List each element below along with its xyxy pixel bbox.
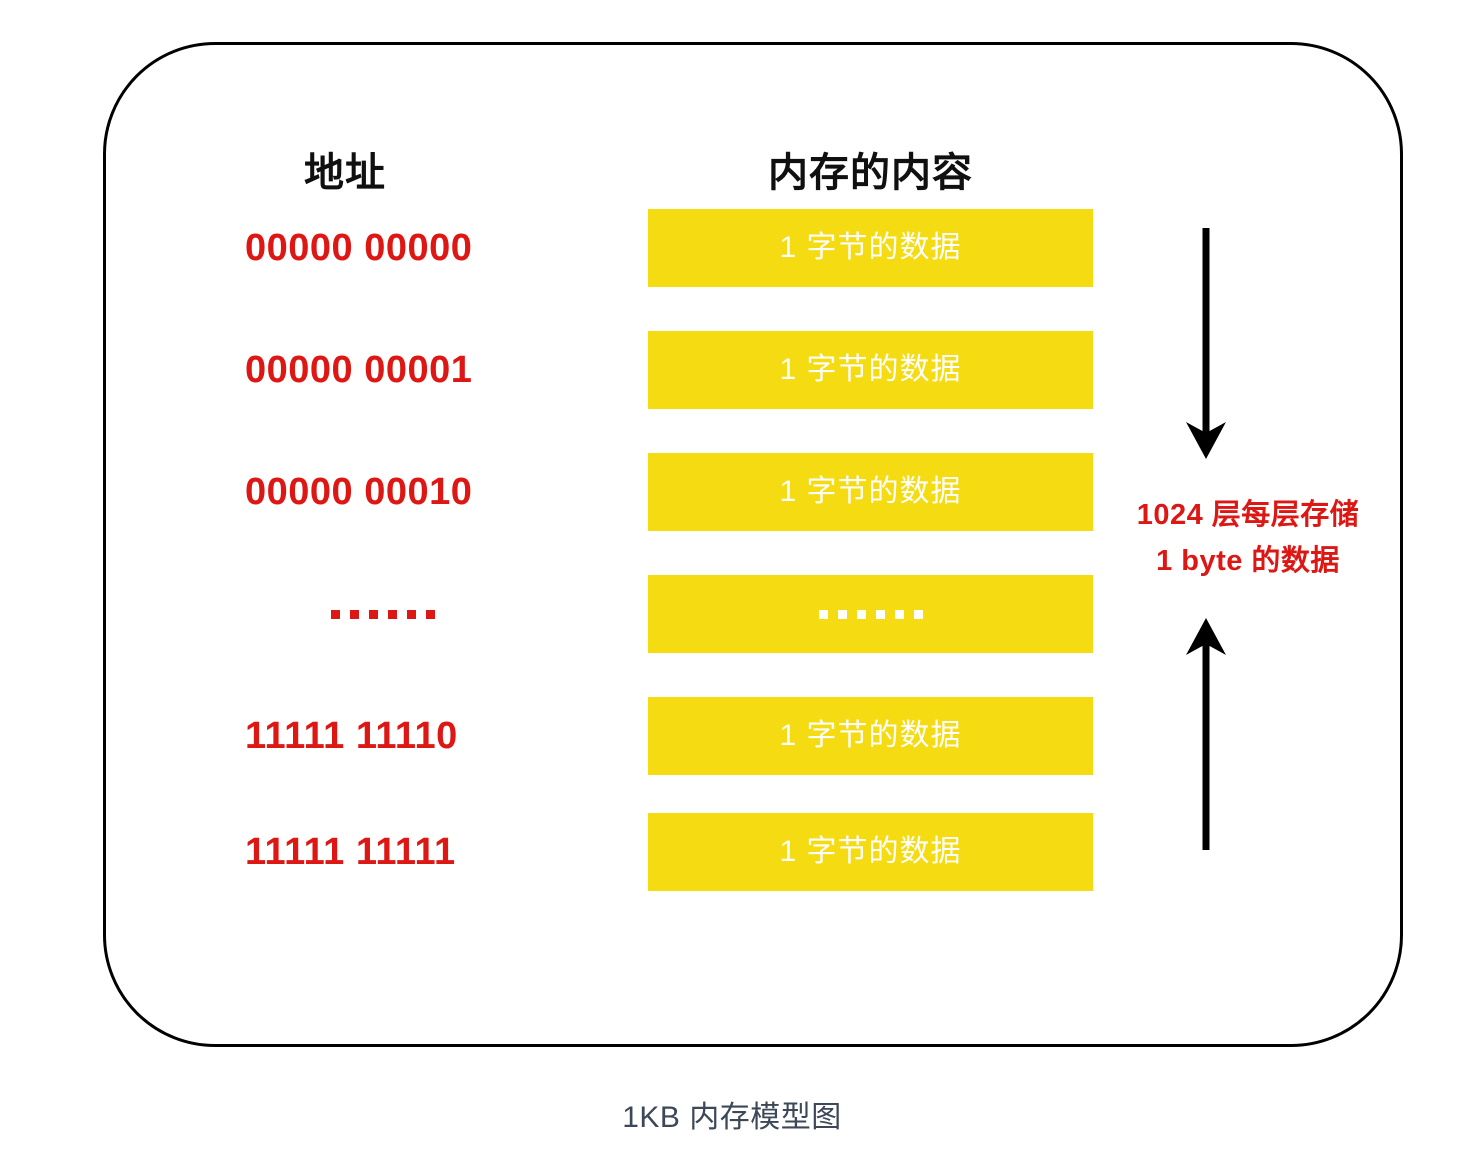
- ellipsis-dots-icon: [330, 575, 435, 653]
- arrow-down-icon: [1178, 228, 1234, 460]
- memory-row: 11111 11110 1 字节的数据: [0, 697, 1464, 775]
- memory-cell: 1 字节的数据: [648, 697, 1093, 775]
- annotation-line-1: 1024 层每层存储: [1136, 499, 1360, 531]
- memory-cell: 1 字节的数据: [648, 331, 1093, 409]
- memory-cell: 1 字节的数据: [648, 813, 1093, 891]
- memory-row-ellipsis: [0, 575, 1464, 653]
- address-label: 00000 00000: [245, 227, 473, 269]
- memory-row: 11111 11111 1 字节的数据: [0, 813, 1464, 891]
- address-label: 11111 11110: [245, 715, 458, 757]
- memory-cell: 1 字节的数据: [648, 209, 1093, 287]
- annotation-line-2: 1 byte 的数据: [1156, 545, 1340, 577]
- memory-cell: 1 字节的数据: [648, 453, 1093, 531]
- memory-column-header: 内存的内容: [768, 151, 973, 195]
- diagram-frame: [103, 42, 1403, 1047]
- ellipsis-dots-icon: [818, 609, 923, 619]
- address-label: 00000 00001: [245, 349, 473, 391]
- address-label: 00000 00010: [245, 471, 473, 513]
- memory-row: 00000 00010 1 字节的数据: [0, 453, 1464, 531]
- capacity-annotation: 1024 层每层存储 1 byte 的数据: [1098, 492, 1398, 584]
- memory-cell-ellipsis: [648, 575, 1093, 653]
- memory-row: 00000 00000 1 字节的数据: [0, 209, 1464, 287]
- arrow-up-icon: [1178, 615, 1234, 850]
- memory-row: 00000 00001 1 字节的数据: [0, 331, 1464, 409]
- figure-caption: 1KB 内存模型图: [622, 1101, 842, 1134]
- address-label: 11111 11111: [245, 831, 456, 873]
- address-ellipsis: [245, 575, 520, 653]
- address-column-header: 地址: [304, 151, 386, 195]
